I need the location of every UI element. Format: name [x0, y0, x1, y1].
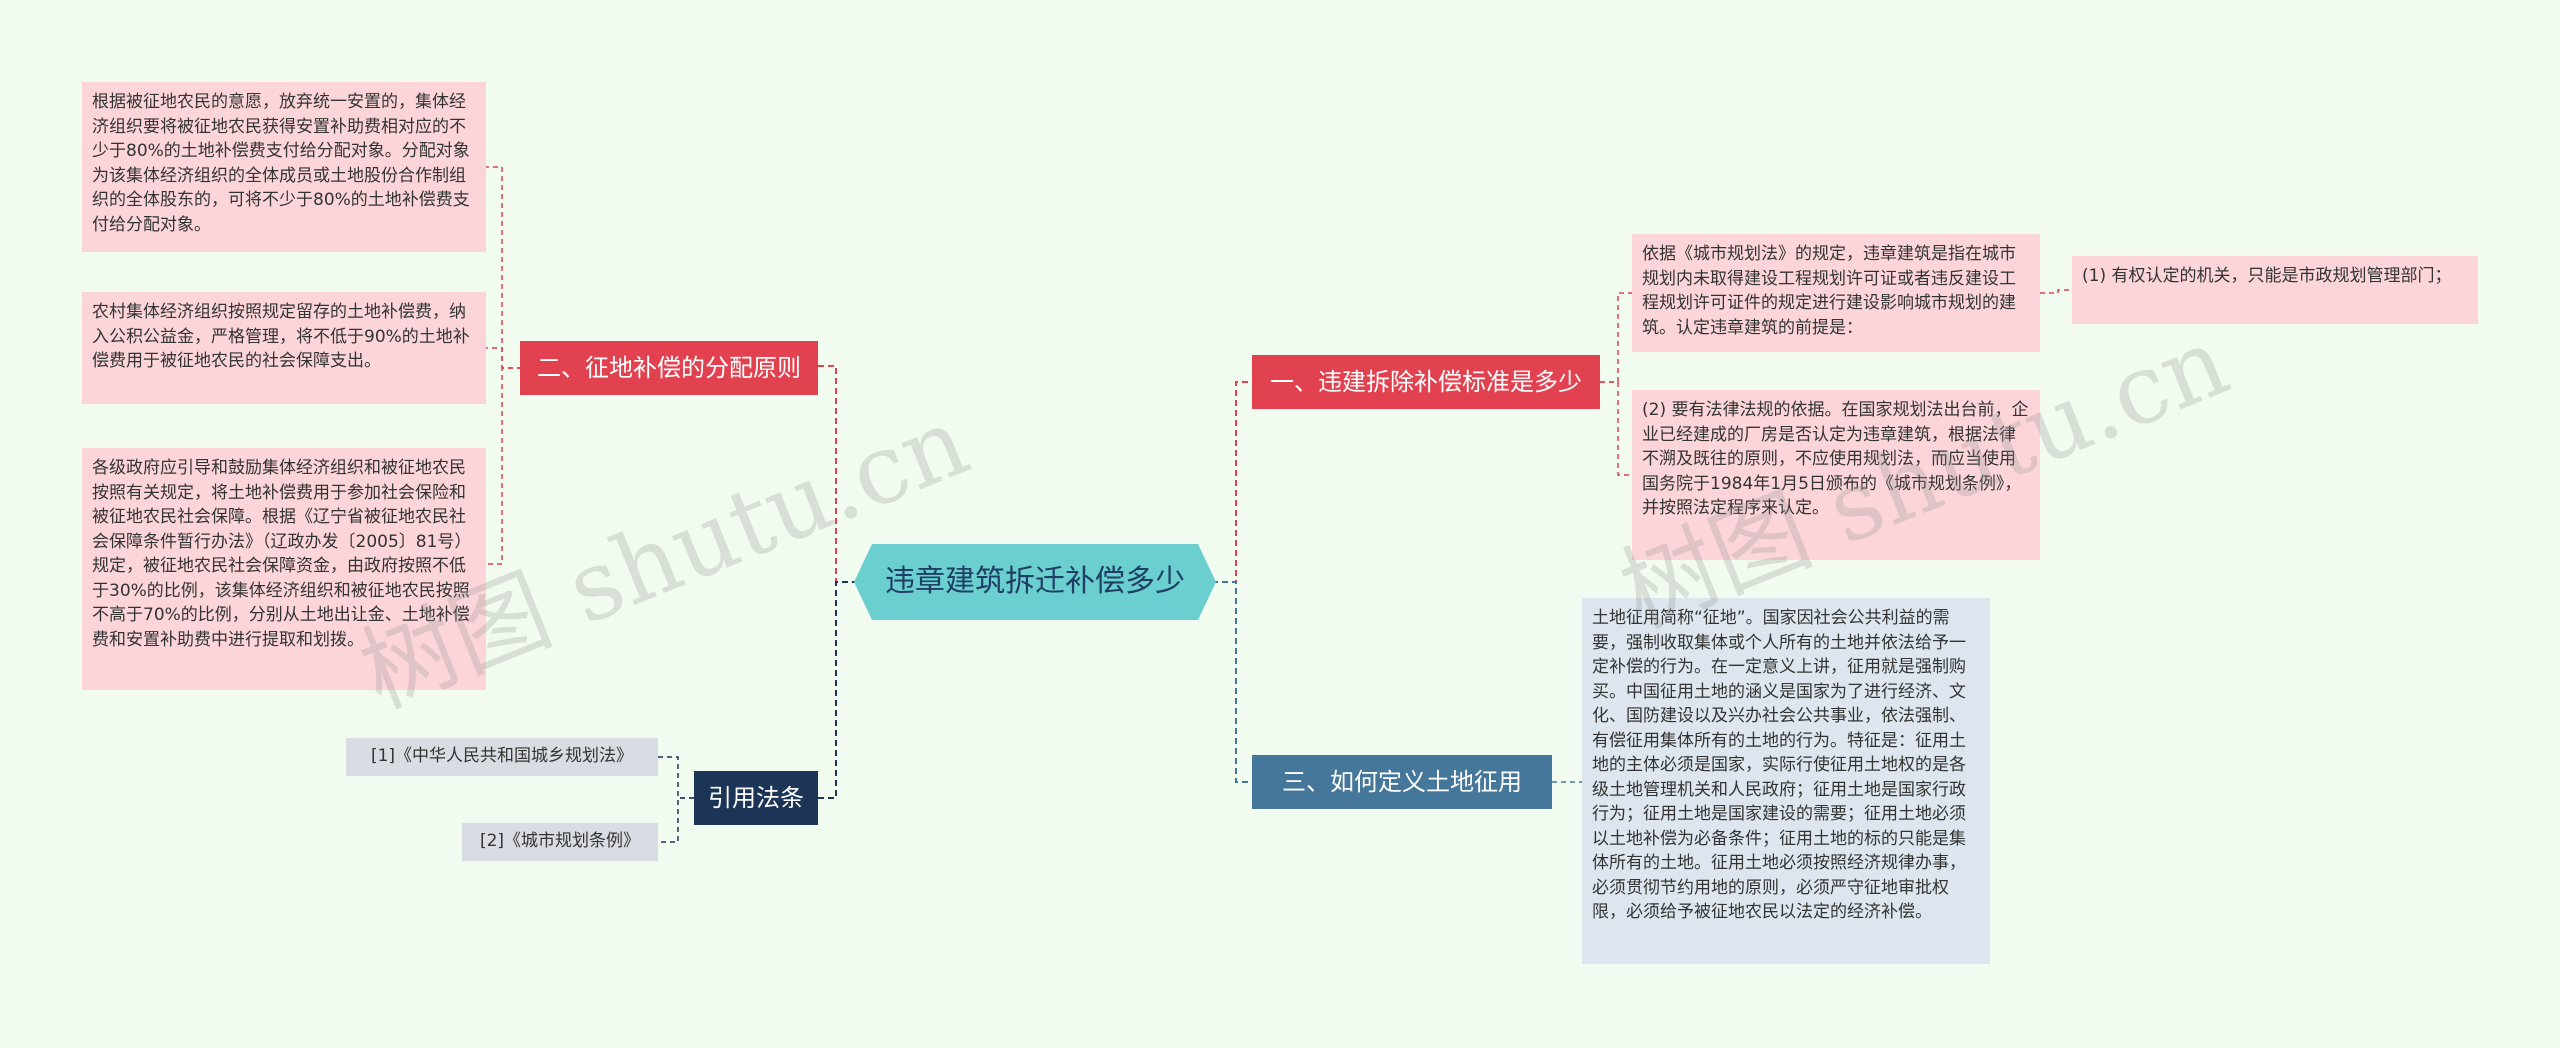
- connector-root-b2: [818, 365, 858, 583]
- connector-root-b3: [1212, 581, 1252, 783]
- branch-land-requisition-definition[interactable]: 三、如何定义土地征用: [1252, 755, 1552, 809]
- leaf-law-city-planning-regulation[interactable]: [2]《城市规划条例》: [462, 823, 658, 861]
- leaf-legal-basis-requirement: (2) 要有法律法规的依据。在国家规划法出台前，企业已经建成的厂房是否认定为违章…: [1632, 390, 2040, 560]
- connector-b2-leaf1: [486, 166, 522, 369]
- connector-b1leaf1-sub: [2040, 289, 2072, 294]
- connector-root-b1: [1212, 381, 1252, 583]
- connector-b2-leaf2: [486, 347, 522, 369]
- leaf-authority-requirement: (1) 有权认定的机关，只能是市政规划管理部门；: [2072, 256, 2478, 324]
- leaf-land-requisition-explanation: 土地征用简称“征地”。国家因社会公共利益的需要，强制收取集体或个人所有的土地并依…: [1582, 598, 1990, 964]
- connector-b2-leaf3: [486, 367, 522, 565]
- root-topic[interactable]: 违章建筑拆迁补偿多少: [854, 544, 1216, 620]
- branch-distribution-principle[interactable]: 二、征地补偿的分配原则: [520, 341, 818, 395]
- leaf-retained-compensation: 农村集体经济组织按照规定留存的土地补偿费，纳入公积公益金，严格管理，将不低于90…: [82, 292, 486, 404]
- connector-b4-leaf1: [658, 756, 694, 799]
- branch-compensation-standard[interactable]: 一、违建拆除补偿标准是多少: [1252, 355, 1600, 409]
- leaf-illegal-building-definition: 依据《城市规划法》的规定，违章建筑是指在城市规划内未取得建设工程规划许可证或者违…: [1632, 234, 2040, 352]
- branch-cited-laws[interactable]: 引用法条: [694, 771, 818, 825]
- leaf-social-insurance: 各级政府应引导和鼓励集体经济组织和被征地农民按照有关规定，将土地补偿费用于参加社…: [82, 448, 486, 690]
- leaf-distribution-80-percent: 根据被征地农民的意愿，放弃统一安置的，集体经济组织要将被征地农民获得安置补助费相…: [82, 82, 486, 252]
- connector-b1-leaf2: [1600, 381, 1632, 476]
- connector-b1-leaf1: [1600, 292, 1632, 383]
- connector-b4-leaf2: [658, 797, 694, 843]
- leaf-law-urban-rural-planning[interactable]: [1]《中华人民共和国城乡规划法》: [346, 738, 658, 776]
- connector-root-b4: [818, 581, 858, 799]
